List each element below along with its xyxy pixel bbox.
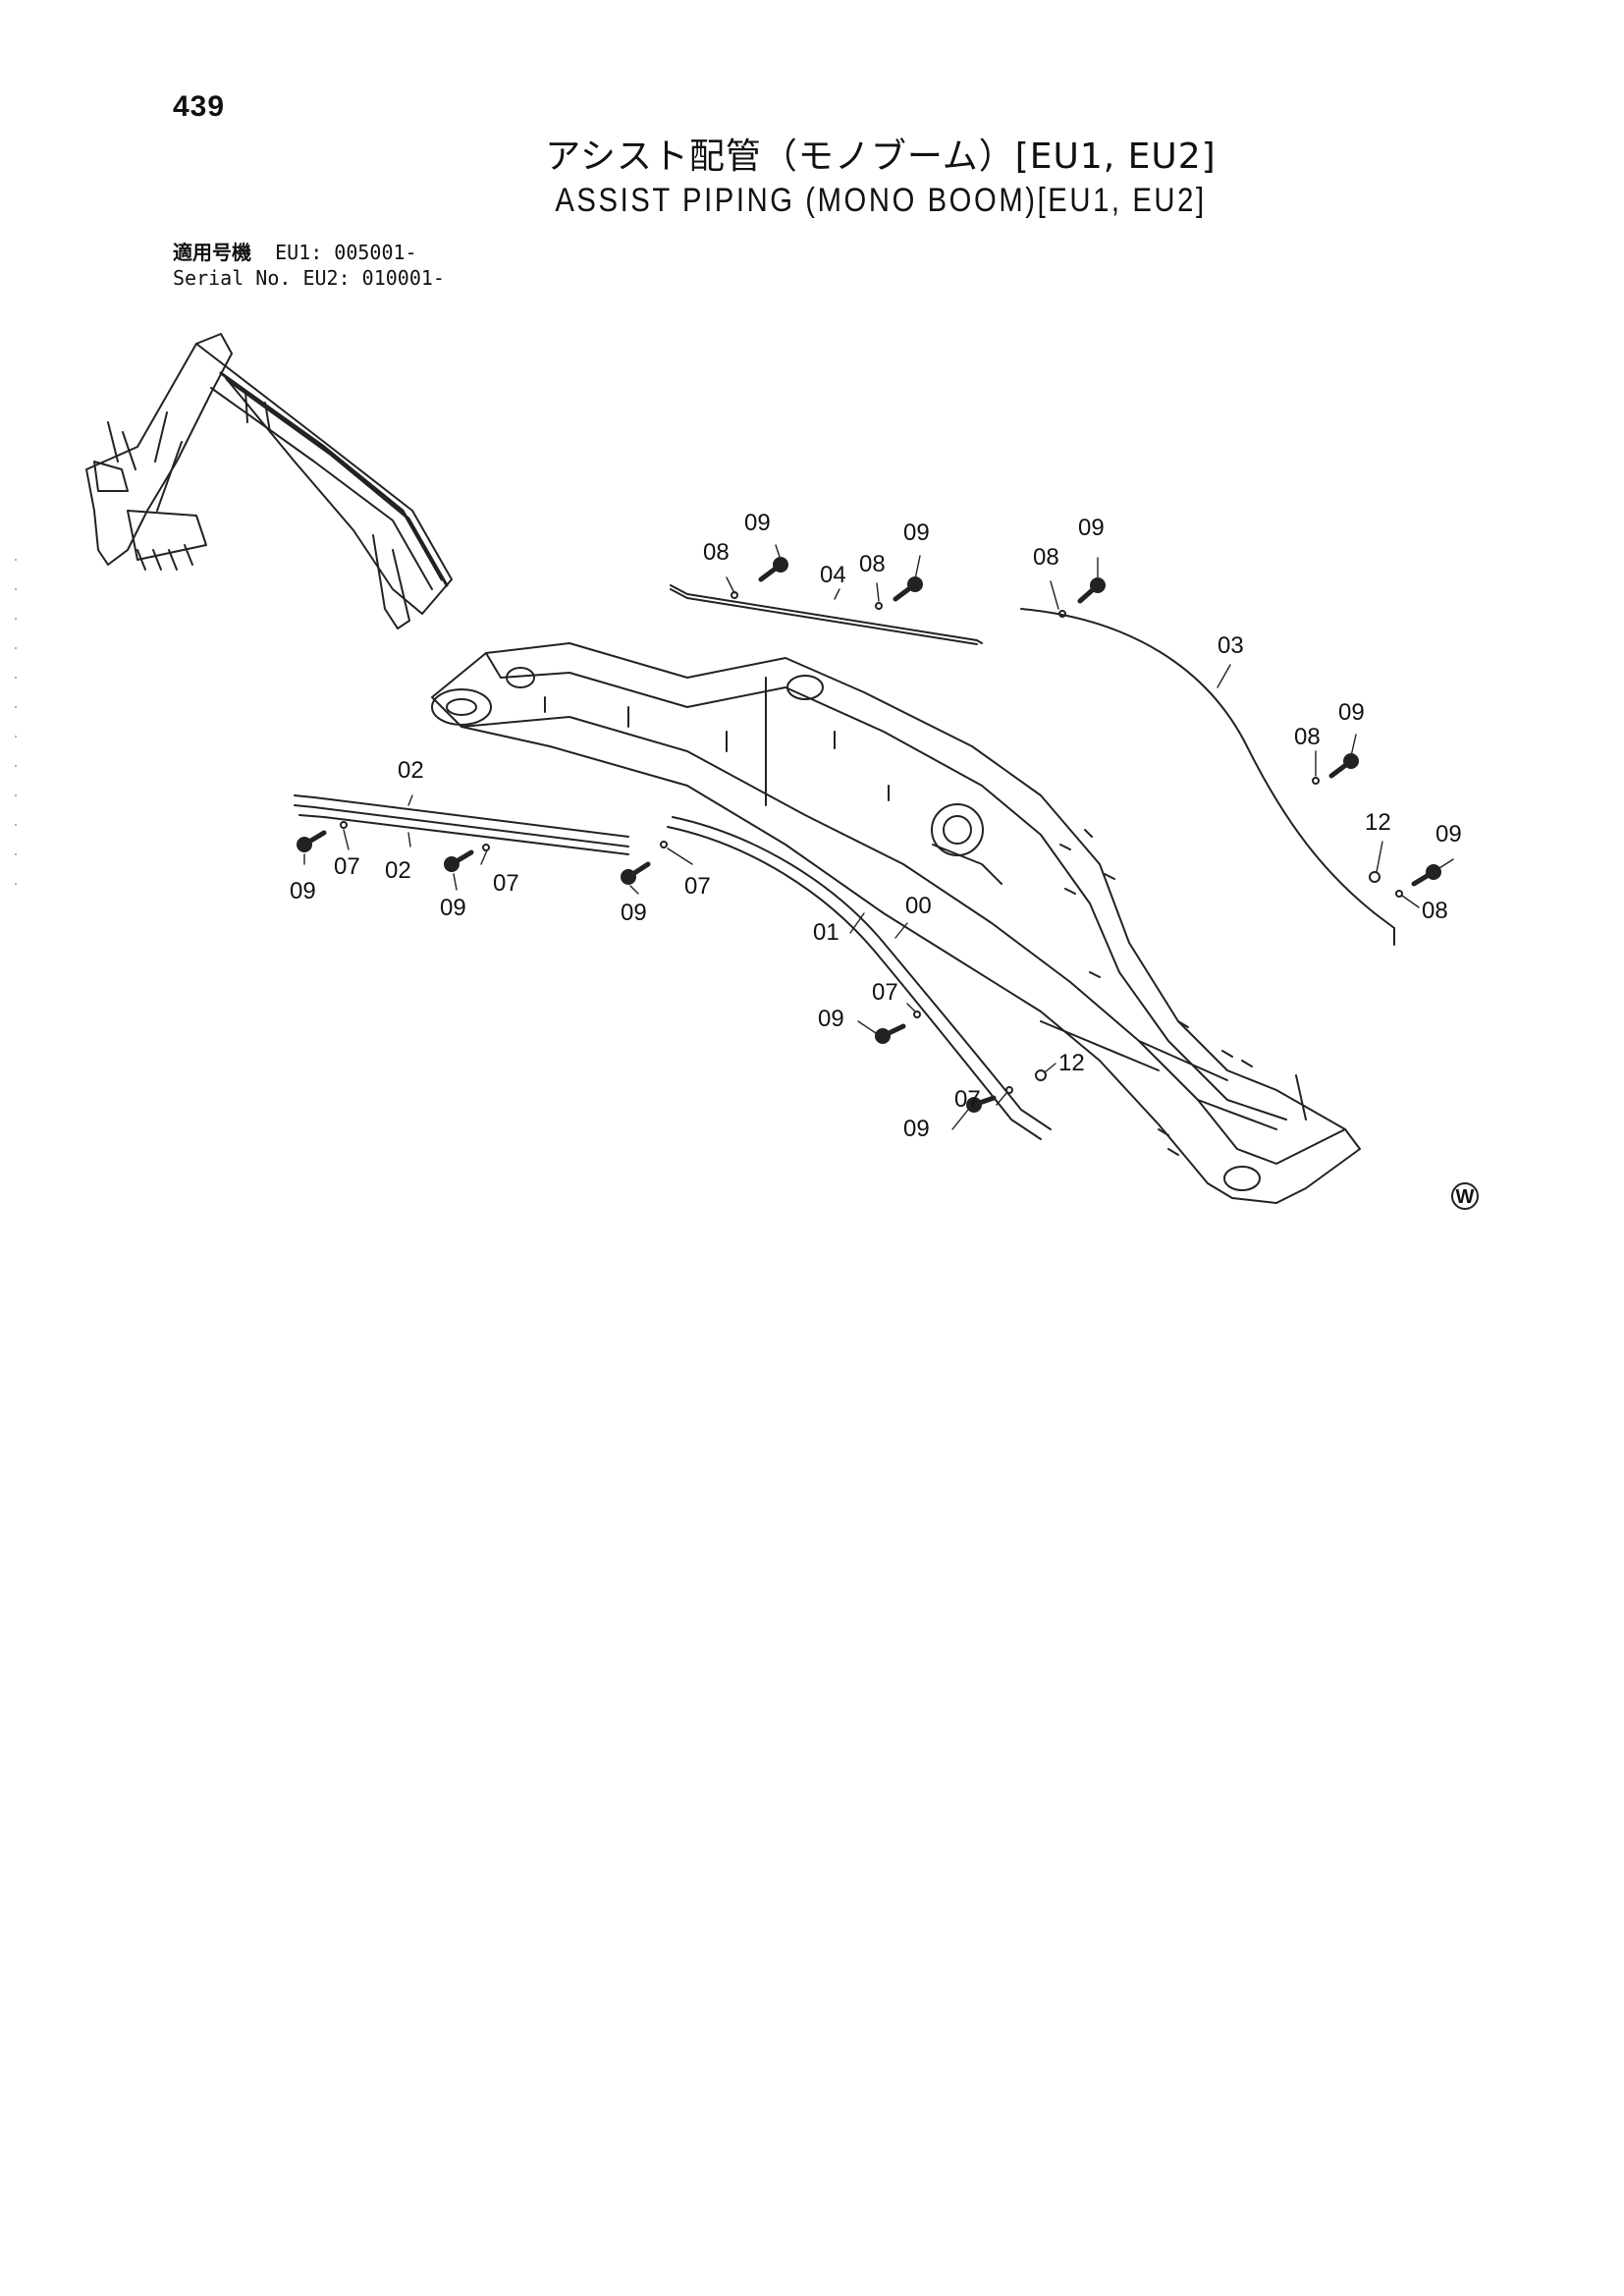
pipe-02-upper bbox=[294, 794, 629, 838]
callout-09: 09 bbox=[440, 895, 466, 921]
washers bbox=[340, 591, 1403, 1094]
callout-08: 08 bbox=[1033, 544, 1059, 571]
callout-07: 07 bbox=[493, 870, 519, 897]
binding-margin-dots bbox=[15, 559, 17, 885]
w-mark-letter: W bbox=[1456, 1186, 1475, 1208]
pipe-02-base bbox=[298, 814, 629, 855]
callout-08: 08 bbox=[1294, 724, 1321, 750]
serial-eu1: EU1: 005001- bbox=[275, 241, 417, 264]
callout-04: 04 bbox=[820, 562, 846, 588]
callout-08: 08 bbox=[859, 551, 886, 577]
pipe-00 bbox=[672, 816, 1052, 1130]
callout-09: 09 bbox=[621, 900, 647, 926]
pipe-03 bbox=[1020, 608, 1395, 946]
callout-01: 01 bbox=[813, 919, 839, 946]
leader-lines bbox=[303, 544, 1454, 1130]
callout-09: 09 bbox=[1078, 515, 1105, 541]
mono-boom bbox=[431, 642, 1361, 1204]
w-mark: W bbox=[1451, 1182, 1479, 1210]
pipe-02-lower bbox=[294, 804, 629, 847]
callout-09: 09 bbox=[903, 1116, 930, 1142]
bolt-shanks bbox=[301, 562, 1436, 1108]
callout-numbers: 04 08 09 08 09 08 09 03 08 09 12 09 08 0… bbox=[290, 510, 1462, 1142]
serial-eu2: EU2: 010001- bbox=[302, 266, 445, 290]
callout-09: 09 bbox=[744, 510, 771, 536]
title-english: ASSIST PIPING (MONO BOOM)[EU1, EU2] bbox=[555, 182, 1207, 219]
callout-00: 00 bbox=[905, 893, 932, 919]
callout-09: 09 bbox=[1435, 821, 1462, 847]
excavator-overview-sketch bbox=[85, 333, 453, 629]
page-number: 439 bbox=[173, 90, 226, 123]
callout-07: 07 bbox=[954, 1086, 981, 1113]
callout-08: 08 bbox=[703, 539, 730, 566]
title-japanese: アシスト配管（モノブーム）[EU1, EU2] bbox=[545, 137, 1217, 177]
pipe-04-inner bbox=[670, 588, 978, 645]
callout-08: 08 bbox=[1422, 898, 1448, 924]
callout-07: 07 bbox=[872, 979, 898, 1006]
serial-range: 適用号機 EU1: 005001- Serial No. EU2: 010001… bbox=[173, 240, 445, 291]
callout-07: 07 bbox=[684, 873, 711, 900]
title-block: アシスト配管（モノブーム）[EU1, EU2] ASSIST PIPING (M… bbox=[0, 136, 1624, 222]
pipe-01 bbox=[667, 826, 1042, 1140]
callout-09: 09 bbox=[903, 519, 930, 546]
callout-07: 07 bbox=[334, 853, 360, 880]
serial-row-eu2: Serial No. EU2: 010001- bbox=[173, 265, 445, 291]
callout-03: 03 bbox=[1218, 632, 1244, 659]
callout-02: 02 bbox=[385, 857, 411, 884]
callout-09: 09 bbox=[818, 1006, 844, 1032]
serial-label-en: Serial No. bbox=[173, 266, 292, 290]
callout-09: 09 bbox=[1338, 699, 1365, 726]
callout-12: 12 bbox=[1365, 809, 1391, 836]
callout-02: 02 bbox=[398, 757, 424, 784]
callout-09: 09 bbox=[290, 878, 316, 904]
pipe-04 bbox=[670, 584, 983, 644]
serial-row-eu1: 適用号機 EU1: 005001- bbox=[173, 240, 445, 265]
clamps-12 bbox=[1035, 871, 1380, 1081]
callout-12: 12 bbox=[1058, 1050, 1085, 1076]
serial-label-jp: 適用号機 bbox=[173, 241, 251, 264]
